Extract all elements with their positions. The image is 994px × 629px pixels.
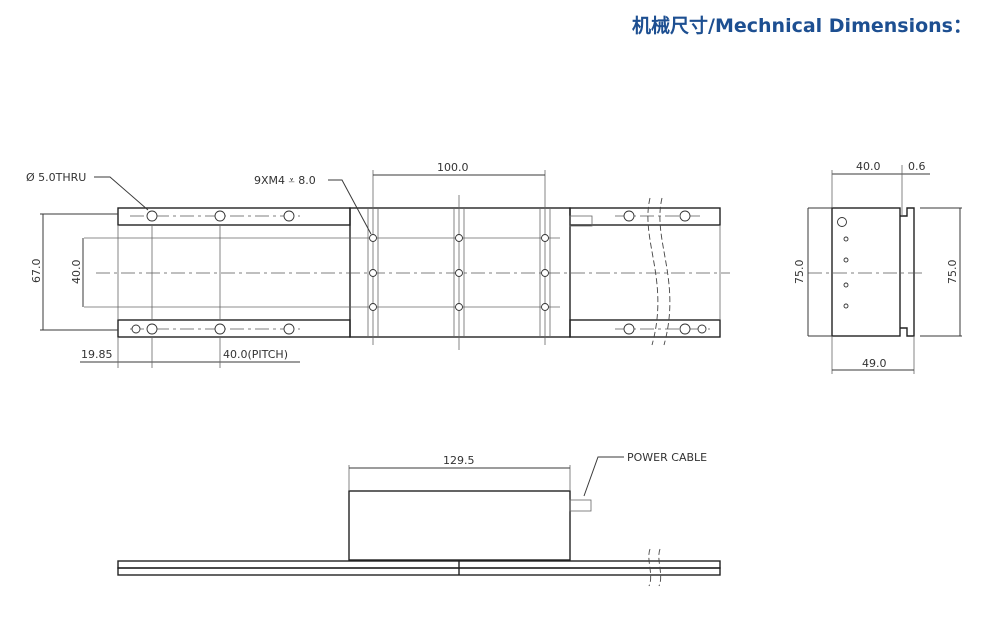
dim-side-width: 40.0 [856, 160, 881, 173]
power-cable-callout: POWER CABLE [627, 451, 707, 464]
dim-side-gap: 0.6 [908, 160, 926, 173]
dim-side-total-width: 49.0 [862, 357, 887, 370]
dim-rail-width: 67.0 [30, 259, 43, 284]
side-view: 40.0 0.6 75.0 75.0 49.0 [793, 160, 962, 374]
hole-callout: Ø 5.0THRU [26, 171, 86, 184]
front-view: 129.5 POWER CABLE [117, 451, 721, 587]
dim-pitch: 40.0(PITCH) [223, 348, 288, 361]
dim-hole-span: 40.0 [70, 260, 83, 285]
dim-side-height-right: 75.0 [946, 260, 959, 285]
dim-side-height-left: 75.0 [793, 260, 806, 285]
top-view: Ø 5.0THRU 9XM4 ⩡ 8.0 100.0 67.0 40.0 19.… [26, 161, 730, 368]
page-title: 机械尺寸/Mechnical Dimensions： [632, 15, 972, 37]
dim-front-length: 129.5 [443, 454, 475, 467]
thread-callout: 9XM4 ⩡ 8.0 [254, 174, 316, 187]
dim-carriage-pitch: 100.0 [437, 161, 469, 174]
dim-first-hole: 19.85 [81, 348, 113, 361]
